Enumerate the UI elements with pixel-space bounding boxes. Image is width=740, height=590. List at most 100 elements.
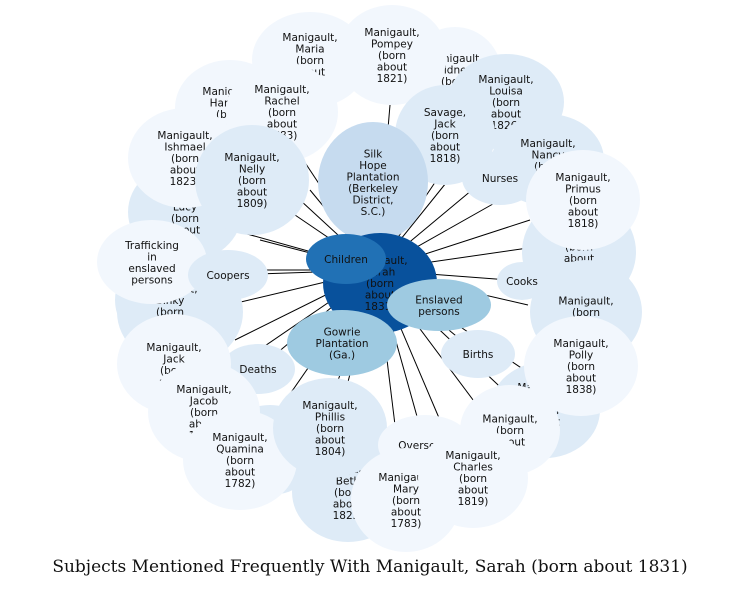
node-label-line: Plantation: [315, 338, 368, 350]
node-label-line: 1809): [237, 198, 268, 210]
node-label-line: Jack: [433, 119, 456, 131]
node-label-line: (born: [496, 425, 524, 437]
node-label-line: Manigault,: [520, 138, 575, 150]
node-label-line: (born: [226, 455, 254, 467]
node-label-line: Plantation: [346, 171, 399, 183]
node-label-line: Deaths: [239, 364, 276, 376]
node-label-line: 1782): [225, 478, 256, 490]
node-label: Children: [324, 254, 368, 266]
node-label-line: S.C.): [361, 206, 386, 218]
node-label-line: Coopers: [206, 270, 249, 282]
node-label-line: persons: [418, 306, 459, 318]
node-label-line: 1804): [315, 446, 346, 458]
node-bubble: [418, 428, 528, 528]
node-children[interactable]: Children: [306, 234, 386, 284]
node-nurses[interactable]: Nurses: [462, 151, 538, 205]
node-bubble: [287, 310, 397, 376]
node-bubble: [195, 125, 309, 235]
node-label-line: Primus: [565, 184, 601, 196]
node-label-line: Phillis: [315, 412, 345, 424]
node-co[interactable]: Cooks: [497, 262, 547, 300]
node-label-line: about: [377, 62, 407, 74]
node-label-line: (born: [190, 407, 218, 419]
node-label-line: about: [458, 485, 488, 497]
node-label-line: about: [315, 435, 345, 447]
node-label-line: Manigault,: [553, 338, 608, 350]
node-bubble: [273, 378, 387, 478]
node-births[interactable]: Births: [441, 330, 515, 378]
node-label-line: (Berkeley: [348, 183, 398, 195]
node-label-line: Manigault,: [302, 400, 357, 412]
node-label-line: (born: [431, 130, 459, 142]
node-label-line: about: [391, 507, 421, 519]
node-label-line: (born: [569, 195, 597, 207]
node-label: Nurses: [482, 173, 518, 185]
node-label-line: 1818): [568, 218, 599, 230]
node-label-line: about: [491, 109, 521, 121]
node-label-line: Manigault,: [482, 414, 537, 426]
node-label-line: Hope: [359, 160, 386, 172]
node-label-line: District,: [352, 194, 393, 206]
node-label-line: Polly: [569, 350, 593, 362]
node-label-line: about: [225, 467, 255, 479]
node-label: Births: [463, 349, 494, 361]
node-coopers[interactable]: Coopers: [188, 250, 268, 300]
node-label: Coopers: [206, 270, 249, 282]
node-label-line: Louisa: [489, 86, 523, 98]
node-bubble: [497, 262, 547, 300]
node-label-line: about: [237, 187, 267, 199]
node-label-line: Manigault,: [445, 450, 500, 462]
node-bubble: [441, 330, 515, 378]
node-label-line: about: [568, 207, 598, 219]
node-label-line: Rachel: [264, 96, 299, 108]
node-label-line: 1821): [377, 73, 408, 85]
node-label-line: (born: [366, 278, 394, 290]
node-label-line: (born: [171, 153, 199, 165]
node-label-line: Mary: [393, 484, 419, 496]
node-label-line: Charles: [453, 462, 493, 474]
node-label-line: Manigault,: [478, 74, 533, 86]
node-label-line: 1838): [566, 384, 597, 396]
node-label-line: Manigault,: [212, 432, 267, 444]
node-label-line: Gowrie: [324, 327, 361, 339]
node-label-line: Manigault,: [146, 342, 201, 354]
node-label-line: Ishmael: [164, 142, 205, 154]
node-label-line: Savage,: [424, 107, 466, 119]
node-bubble: [526, 150, 640, 250]
node-label: Deaths: [239, 364, 276, 376]
node-label-line: Silk: [364, 148, 383, 160]
diagram-caption: Subjects Mentioned Frequently With Manig…: [52, 557, 688, 577]
node-label-line: Manigault,: [176, 384, 231, 396]
node-label-line: about: [566, 373, 596, 385]
node-label-line: (born: [296, 55, 324, 67]
node-label-line: about: [170, 165, 200, 177]
node-label-line: Children: [324, 254, 368, 266]
node-label-line: Manigault,: [555, 172, 610, 184]
node-bubble: [318, 122, 428, 242]
node-bubble: [524, 316, 638, 416]
node-label-line: Manigault,: [224, 152, 279, 164]
node-label-line: 1819): [458, 496, 489, 508]
node-label-line: Jack: [162, 353, 185, 365]
node-bubble: [97, 220, 207, 304]
